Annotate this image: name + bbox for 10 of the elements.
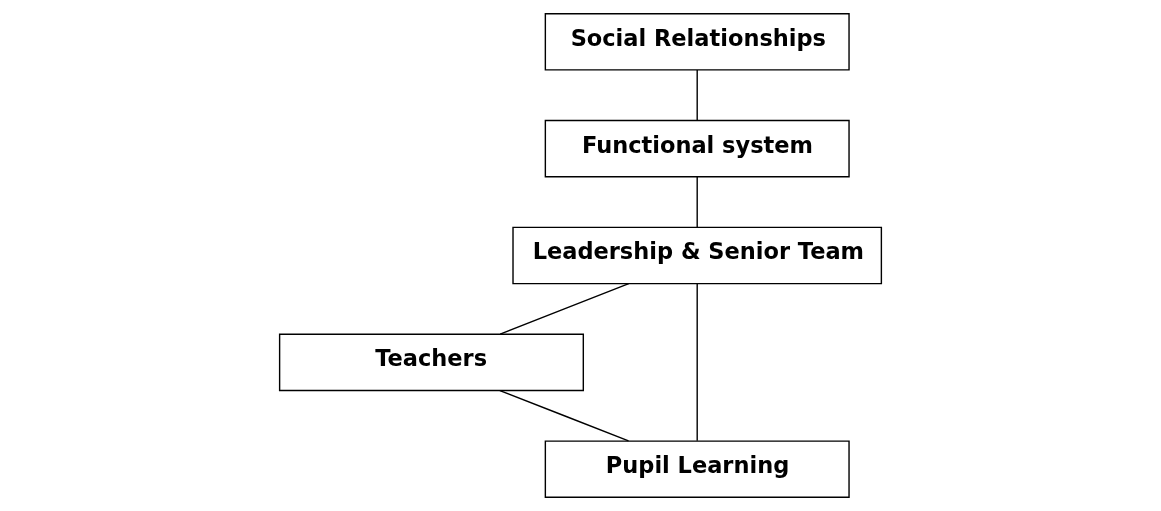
connector — [696, 176, 698, 228]
node-box: Social Relationships — [544, 12, 850, 71]
connector — [499, 283, 630, 335]
connector — [499, 389, 630, 442]
node-box: Teachers — [278, 333, 584, 392]
connector — [696, 69, 698, 121]
connector — [696, 283, 698, 442]
node-box: Functional system — [544, 119, 850, 178]
node-box: Pupil Learning — [544, 440, 850, 499]
node-box: Leadership & Senior Team — [512, 226, 883, 285]
